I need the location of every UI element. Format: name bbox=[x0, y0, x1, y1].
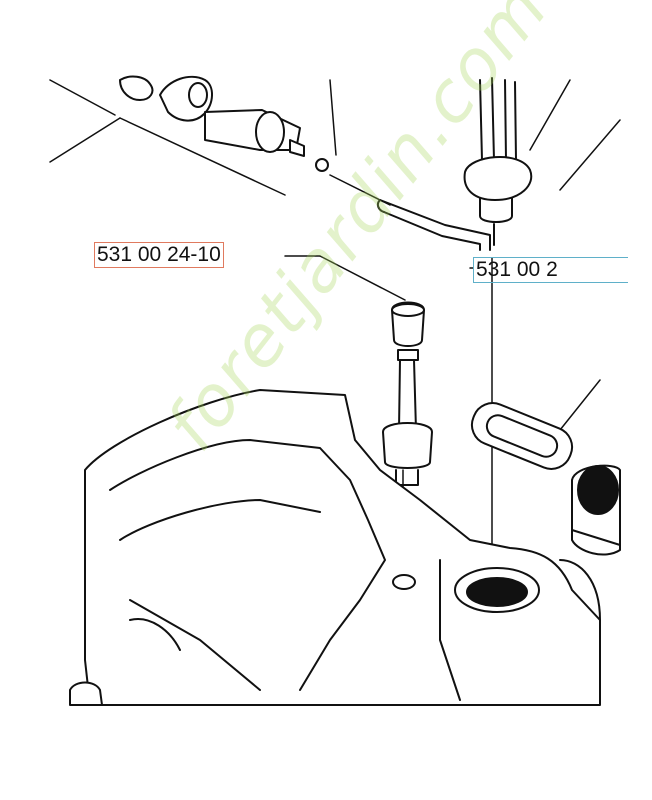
grommet bbox=[470, 402, 574, 470]
fuel-filter-assembly bbox=[119, 75, 329, 172]
fuel-cap bbox=[571, 464, 621, 556]
tank-vent-fitting bbox=[463, 77, 533, 246]
fuel-pickup-part bbox=[382, 301, 433, 486]
part-number-label-left: 531 00 24-10 bbox=[94, 242, 224, 268]
fuel-tank bbox=[69, 389, 601, 706]
fuel-hose bbox=[376, 199, 491, 251]
part-number-label-right: 531 00 2 bbox=[473, 257, 628, 283]
